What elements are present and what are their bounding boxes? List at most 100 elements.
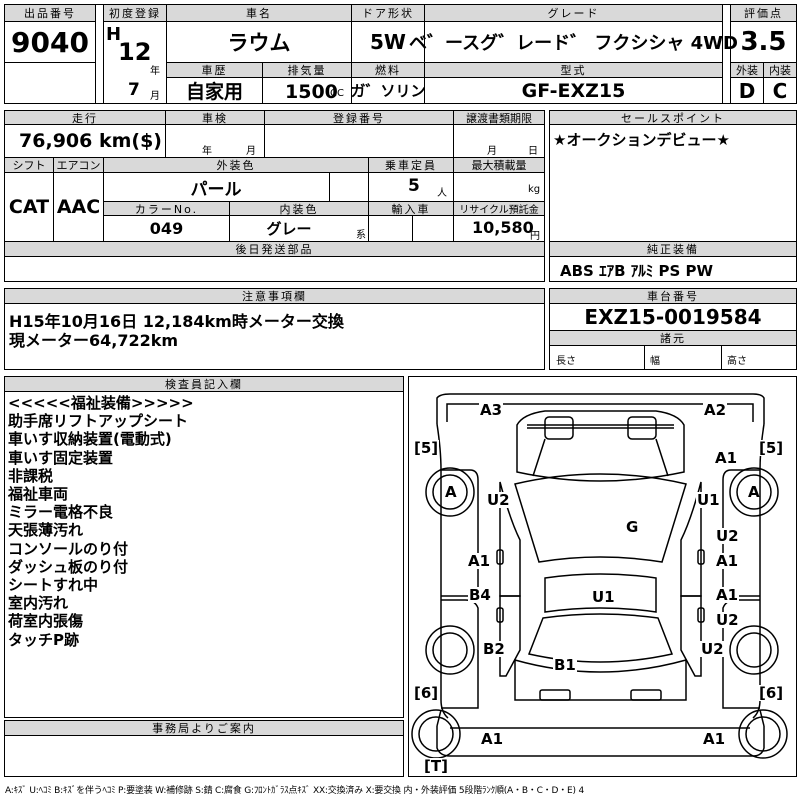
note-line: 非課税 [8,466,54,485]
model-code: GF-EXZ15 [521,79,626,102]
max-load-unit: kg [528,184,541,195]
lot-no-label: 出品番号 [4,4,96,22]
reg-year: 12 [118,38,152,66]
note-line: 天張薄汚れ [8,521,84,540]
fuel: ガ゛ソリン [350,82,426,100]
color-no: 049 [149,219,184,238]
tire-mark-left: A [445,483,457,501]
damage-mark: A1 [480,730,505,748]
left-front-tire-inner [432,474,468,510]
mirror-left [496,549,504,565]
note-line: タッチP跡 [8,630,79,649]
roof-outline [544,573,657,613]
rear-license-right [630,689,662,701]
damage-mark: B2 [482,640,506,658]
int-grade: C [772,78,788,103]
right-rear-door [680,595,702,677]
caution-line: 現メーター64,722km [9,331,179,350]
max-load-label: 最大積載量 [453,157,545,173]
damage-mark: A1 [702,730,727,748]
inspector-notes-cell [4,391,404,718]
front-bumper-outline [436,393,765,424]
tire-depth-front-left: [5] [413,439,440,457]
spare-tire-inner [418,716,454,752]
ext-color: パール [190,179,242,200]
mirror-left-rear [496,607,504,623]
sales-point-text: ★オークションデビュー★ [553,131,730,149]
front-bumper-inner [446,403,754,422]
damage-mark: A1 [715,586,740,604]
mileage-label: 走行 [4,110,166,125]
int-color-unit: 系 [356,230,366,241]
note-line: ダッシュ板のり付 [8,557,129,576]
damage-mark: B1 [553,656,577,674]
car-name-label: 車名 [166,4,352,22]
car-name: ラウム [227,31,291,55]
door-type: 5W [370,30,406,54]
note-line: 車いす固定装置 [8,448,114,467]
note-line: 福祉車両 [8,485,69,503]
note-line: 車いす収納装置(電動式) [8,430,172,449]
spare-tire-label: [T] [423,757,449,775]
ext-grade: D [738,78,756,103]
front-side-right [722,469,760,597]
rear-window [527,613,674,663]
month-unit: 月 [150,91,160,102]
later-parts-cell [4,256,545,282]
damage-mark: B4 [468,586,492,604]
history: 自家用 [185,81,243,103]
displacement-unit: CC [330,88,344,99]
note-line: コンソールのり付 [8,539,129,558]
damage-mark: U2 [715,611,740,629]
hood-line-left [532,438,546,477]
chassis-number: EXZ15-0019584 [584,305,762,329]
capacity-unit: 人 [437,188,447,199]
transfer-label: 譲渡書類期限 [453,110,545,125]
mirror-right [697,549,705,565]
spec-height-cell [721,345,797,370]
damage-mark: A1 [467,552,492,570]
year-unit: 年 [150,66,160,77]
tire-depth-front-right: [5] [758,439,785,457]
model-cell [424,77,723,104]
fuel-label: 燃料 [351,62,425,78]
int-color: グレー [266,220,312,238]
inspection-year-unit: 年 [202,146,212,157]
damage-mark: A2 [703,401,728,419]
capacity: 5 [408,176,420,196]
left-front-tire [425,467,475,517]
note-line: <<<<<福祉装備>>>>> [8,394,194,412]
damage-mark: U1 [696,491,721,509]
caution-line: H15年10月16日 12,184km時メーター交換 [9,312,344,331]
int-grade-cell [763,77,797,104]
note-line: 助手席リフトアップシート [8,412,189,431]
right-rear-tire-inner [736,632,772,668]
spec-width: 幅 [650,356,660,367]
car-diagram-frame [408,376,797,777]
equipment: ABS ｴｱB ｱﾙﾐ PS PW [560,261,714,280]
recycle-unit: 円 [530,231,540,242]
spec-length: 長さ [556,356,576,367]
windshield [514,473,687,563]
spare-tire-right-inner [745,716,781,752]
tailgate-outline [514,659,687,701]
mirror-right-rear [697,607,705,623]
hood-line-right [655,438,669,477]
left-rear-tire-inner [432,632,468,668]
left-rear-door [499,595,521,677]
era-letter: H [106,24,122,45]
damage-mark: G [625,518,640,536]
right-side-outline [752,423,765,727]
note-line: シートすれ中 [8,576,99,594]
transfer-day: 日 [528,146,538,157]
score: 3.5 [740,27,787,57]
recycle-deposit: 10,580 [472,218,534,237]
right-rear-tire [729,625,779,675]
left-rear-tire [425,625,475,675]
score-label: 評価点 [730,4,797,22]
right-front-tire-inner [736,474,772,510]
damage-mark: A1 [715,552,740,570]
damage-mark: U2 [715,527,740,545]
tire-mark-right: A [748,483,760,501]
caution-cell [4,303,545,370]
